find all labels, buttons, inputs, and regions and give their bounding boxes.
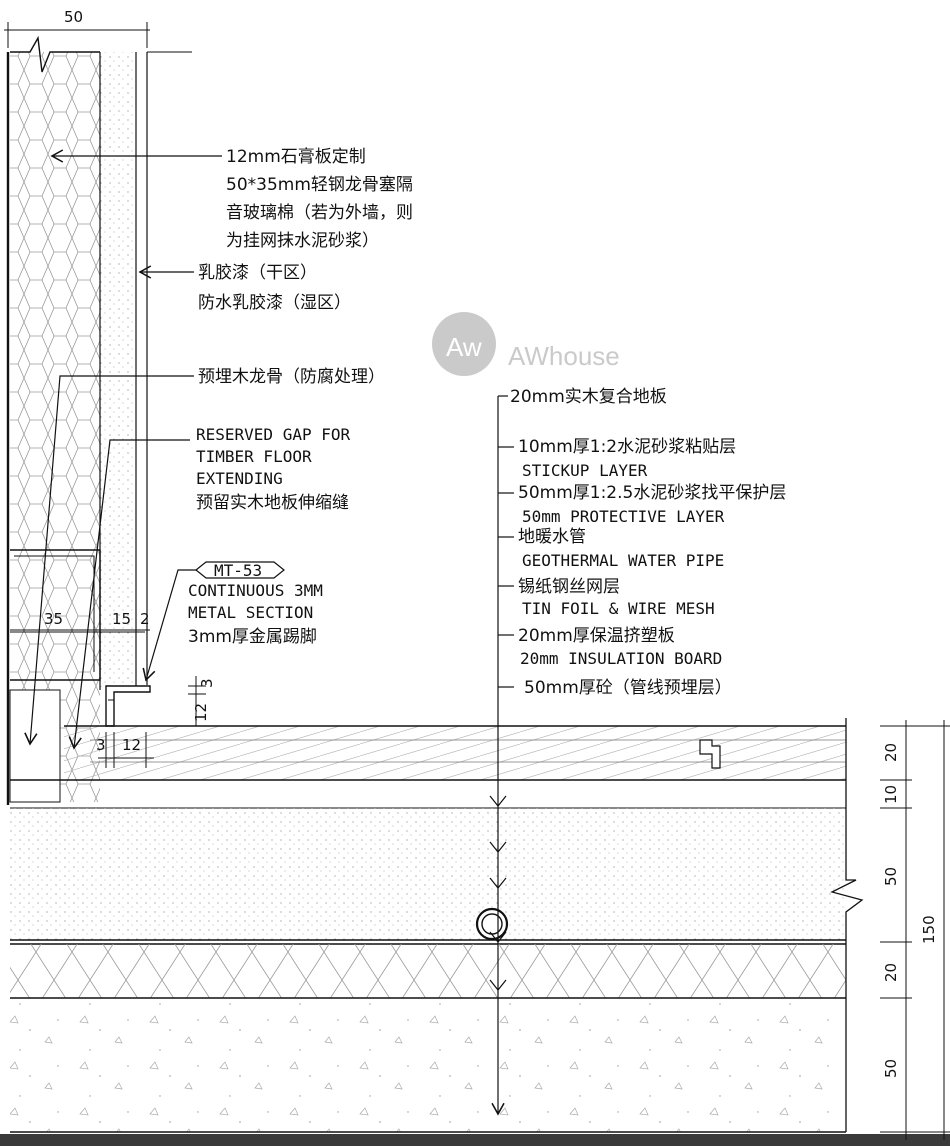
top-dimension: 50 (64, 8, 83, 26)
dim-skirt-12v: 12 (192, 703, 210, 722)
watermark-text: AWhouse (508, 341, 620, 371)
dim-skirt-3h: 3 (96, 736, 106, 754)
skirting-line1: CONTINUOUS 3MM (188, 581, 323, 600)
gap-note-cn: 预留实木地板伸缩缝 (196, 493, 349, 513)
label-gypsum: 12mm石膏板定制 (226, 146, 366, 167)
dim-wall-15: 15 (112, 610, 131, 628)
floor-layers (0, 718, 950, 1146)
leader-lines (24, 149, 514, 1116)
skirting-line2: METAL SECTION (188, 603, 313, 622)
dim-layer-20b: 20 (882, 963, 900, 982)
label-timber-keel: 预埋木龙骨（防腐处理） (198, 367, 385, 387)
dim-wall-35: 35 (44, 610, 63, 628)
watermark-logo-circle (432, 312, 496, 376)
watermark: Aw AWhouse (432, 312, 620, 376)
floor-layer-4-cn: 地暖水管 (518, 527, 586, 547)
label-latex: 乳胶漆（干区） (198, 263, 317, 283)
floor-layer-5-cn: 锡纸钢丝网层 (518, 577, 620, 597)
floor-layer-2-cn: 10mm厚1:2水泥砂浆粘贴层 (518, 437, 736, 457)
floor-layer-2-en: STICKUP LAYER (522, 461, 648, 480)
mt53-tag-frame (195, 561, 285, 579)
label-glasswool: 音玻璃棉（若为外墙，则 (226, 203, 413, 223)
dim-layer-50a: 50 (882, 867, 900, 886)
dim-skirt-12h: 12 (122, 736, 141, 754)
label-waterproof-latex: 防水乳胶漆（湿区） (198, 293, 351, 313)
dim-skirt-3v: 3 (198, 678, 216, 688)
watermark-logo-text: Aw (446, 332, 482, 362)
skirting-cn: 3mm厚金属踢脚 (188, 627, 317, 647)
skirting-tag: MT-53 (214, 561, 262, 580)
dim-layer-50b: 50 (882, 1059, 900, 1078)
metal-skirting (105, 685, 151, 727)
floor-layer-6-cn: 20mm厚保温挤塑板 (518, 626, 675, 646)
dimension-lines (4, 22, 950, 1140)
dim-total: 150 (920, 915, 938, 944)
gap-note-line2: TIMBER FLOOR (196, 447, 312, 466)
dim-wall-2: 2 (140, 610, 150, 628)
floor-layer-7-cn: 50mm厚砼（管线预埋层） (524, 678, 732, 698)
gap-note-line3: EXTENDING (196, 469, 283, 488)
floor-layer-5-en: TIN FOIL & WIRE MESH (522, 599, 715, 618)
floor-layer-6-en: 20mm INSULATION BOARD (520, 649, 722, 668)
label-keel: 50*35mm轻钢龙骨塞隔 (226, 175, 413, 195)
floor-layer-4-en: GEOTHERMAL WATER PIPE (522, 551, 724, 570)
floor-layer-3-en: 50mm PROTECTIVE LAYER (522, 507, 725, 526)
wall-section (6, 35, 148, 805)
dim-layer-20: 20 (882, 743, 900, 762)
gap-note-line1: RESERVED GAP FOR (196, 425, 350, 444)
label-mortar: 为挂网抹水泥砂浆） (226, 231, 379, 251)
dim-layer-10: 10 (882, 785, 900, 804)
floor-layer-3-cn: 50mm厚1:2.5水泥砂浆找平保护层 (518, 483, 786, 503)
floor-layer-1-cn: 20mm实木复合地板 (510, 387, 667, 407)
